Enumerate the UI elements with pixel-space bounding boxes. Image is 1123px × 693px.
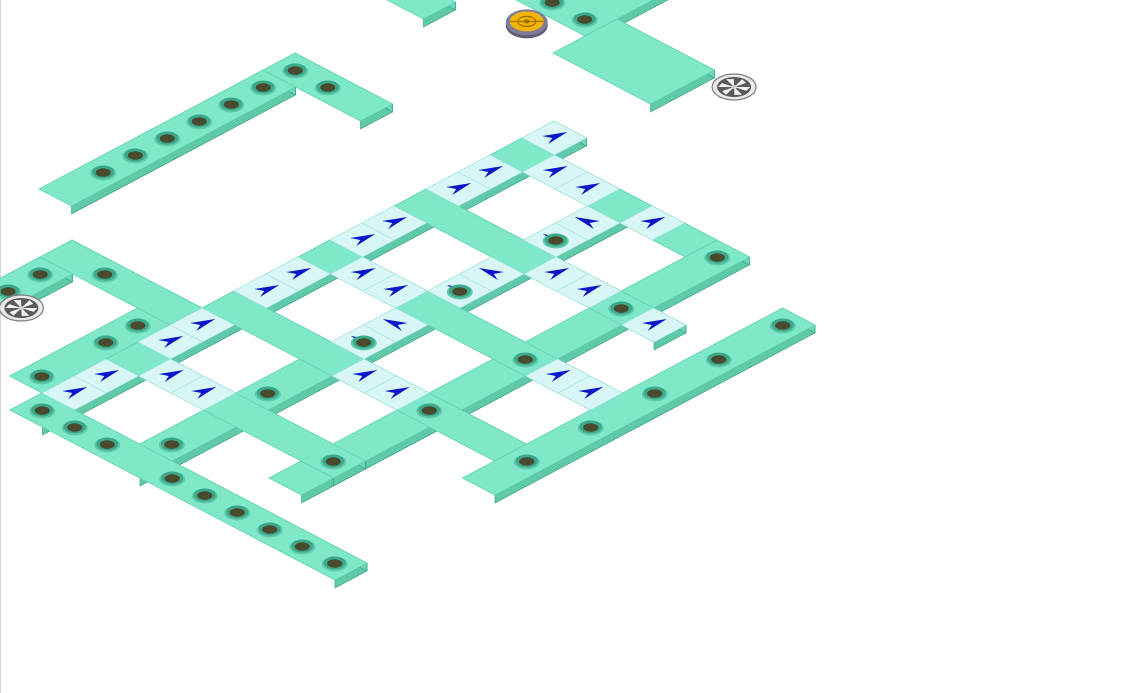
hole-icon[interactable] bbox=[350, 335, 377, 351]
arrow-icon bbox=[542, 166, 568, 178]
conveyor-tile[interactable] bbox=[619, 205, 686, 241]
conveyor-tile[interactable] bbox=[363, 375, 430, 411]
conveyor-tile[interactable] bbox=[554, 171, 621, 207]
hole-icon[interactable] bbox=[191, 488, 218, 504]
hole-icon[interactable] bbox=[320, 454, 347, 470]
arrow-icon bbox=[640, 217, 666, 229]
fan-icon[interactable] bbox=[711, 73, 757, 101]
arrow-icon bbox=[350, 268, 376, 280]
board-tile[interactable] bbox=[326, 0, 457, 20]
arrow-icon bbox=[382, 319, 408, 331]
arrow-icon bbox=[350, 234, 376, 246]
conveyor-tile[interactable] bbox=[362, 273, 429, 309]
hole-icon[interactable] bbox=[154, 131, 181, 147]
hole-icon[interactable] bbox=[158, 437, 185, 453]
hole-icon[interactable] bbox=[122, 148, 149, 164]
arrow-icon bbox=[478, 268, 504, 280]
hole-icon[interactable] bbox=[92, 335, 119, 351]
hole-icon[interactable] bbox=[608, 301, 635, 317]
fan-icon[interactable] bbox=[0, 294, 44, 322]
hole-icon[interactable] bbox=[769, 318, 796, 334]
arrow-icon bbox=[641, 319, 667, 331]
hole-icon[interactable] bbox=[542, 233, 569, 249]
arrow-icon bbox=[286, 268, 312, 280]
conveyor-tile[interactable] bbox=[555, 273, 622, 309]
hole-icon[interactable] bbox=[416, 403, 443, 419]
arrow-icon bbox=[578, 387, 604, 399]
hole-icon[interactable] bbox=[218, 97, 245, 113]
arrow-icon bbox=[542, 132, 568, 144]
hole-icon[interactable] bbox=[159, 471, 186, 487]
hole-icon[interactable] bbox=[28, 369, 55, 385]
board-tile[interactable] bbox=[552, 18, 716, 105]
arrow-icon bbox=[94, 370, 120, 382]
hole-icon[interactable] bbox=[186, 114, 213, 130]
conveyor-tile[interactable] bbox=[557, 375, 624, 411]
hole-icon[interactable] bbox=[641, 386, 668, 402]
hole-icon[interactable] bbox=[321, 556, 348, 572]
left-border bbox=[0, 0, 1, 693]
hole-icon[interactable] bbox=[91, 267, 118, 283]
arrow-icon bbox=[382, 217, 408, 229]
button-icon[interactable] bbox=[505, 9, 548, 39]
arrow-icon bbox=[576, 285, 602, 297]
hole-icon[interactable] bbox=[314, 80, 341, 96]
arrow-icon bbox=[158, 336, 184, 348]
arrow-icon bbox=[352, 370, 378, 382]
arrow-icon bbox=[384, 387, 410, 399]
hole-icon[interactable] bbox=[289, 539, 316, 555]
hole-icon[interactable] bbox=[250, 80, 277, 96]
hole-icon[interactable] bbox=[256, 522, 283, 538]
hole-icon[interactable] bbox=[224, 505, 251, 521]
arrow-icon bbox=[62, 387, 88, 399]
conveyor-tile[interactable] bbox=[361, 205, 428, 241]
hole-icon[interactable] bbox=[571, 12, 598, 28]
conveyor-tile[interactable] bbox=[521, 120, 588, 156]
hole-icon[interactable] bbox=[61, 420, 88, 436]
tile-side bbox=[71, 86, 296, 215]
conveyor-tile[interactable] bbox=[170, 375, 237, 411]
hole-icon[interactable] bbox=[577, 420, 604, 436]
hole-icon[interactable] bbox=[513, 454, 540, 470]
arrow-icon bbox=[544, 268, 570, 280]
hole-icon[interactable] bbox=[446, 284, 473, 300]
hole-icon[interactable] bbox=[705, 352, 732, 368]
conveyor-tile[interactable] bbox=[620, 307, 687, 343]
hole-icon[interactable] bbox=[90, 165, 117, 181]
arrow-icon bbox=[190, 319, 216, 331]
hole-icon[interactable] bbox=[512, 352, 539, 368]
arrow-icon bbox=[158, 370, 184, 382]
hole-icon[interactable] bbox=[94, 437, 121, 453]
arrow-icon bbox=[383, 285, 409, 297]
hole-icon[interactable] bbox=[27, 267, 54, 283]
arrow-icon bbox=[574, 217, 600, 229]
hole-icon[interactable] bbox=[124, 318, 151, 334]
conveyor-tile[interactable] bbox=[169, 307, 236, 343]
arrow-icon bbox=[478, 166, 504, 178]
arrow-icon bbox=[446, 183, 472, 195]
hole-icon[interactable] bbox=[704, 250, 731, 266]
hole-icon[interactable] bbox=[29, 403, 56, 419]
arrow-icon bbox=[254, 285, 280, 297]
arrow-icon bbox=[575, 183, 601, 195]
hole-icon[interactable] bbox=[254, 386, 281, 402]
board-tile[interactable] bbox=[461, 307, 816, 496]
hole-icon[interactable] bbox=[282, 63, 309, 79]
arrow-icon bbox=[545, 370, 571, 382]
arrow-icon bbox=[191, 387, 217, 399]
conveyor-tile[interactable] bbox=[362, 307, 429, 343]
